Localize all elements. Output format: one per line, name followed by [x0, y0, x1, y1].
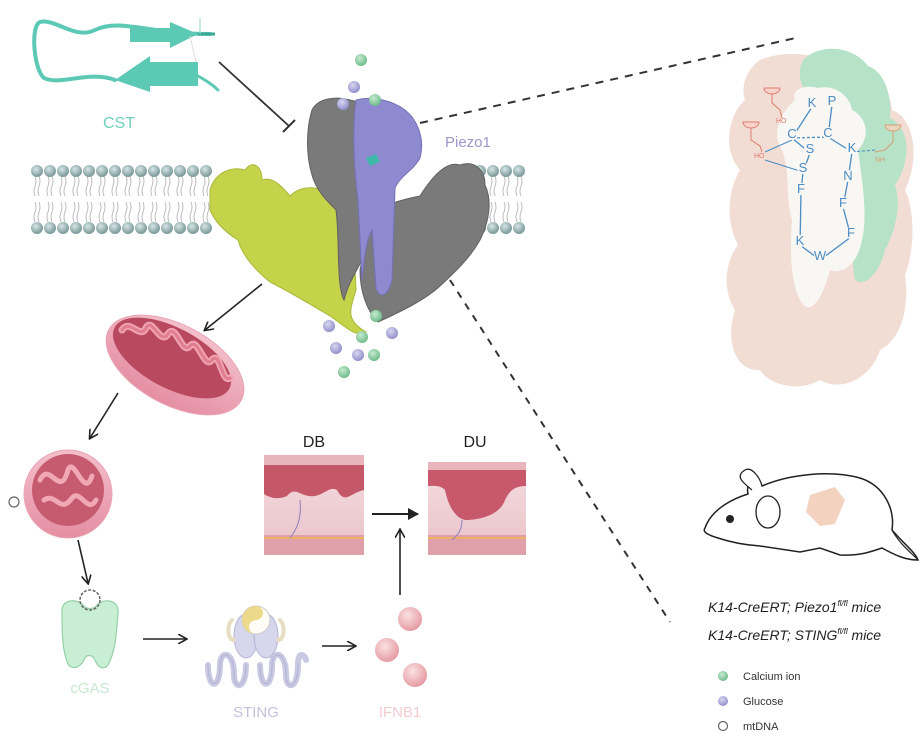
- calcium-ion: [370, 310, 382, 322]
- mouse-illustration: [703, 468, 920, 561]
- piezo-residue-sidechains: HO HO: [742, 87, 787, 160]
- peptide-residue: P: [828, 93, 837, 108]
- lipid: [174, 165, 186, 234]
- lipid: [31, 165, 43, 234]
- mitochondrion-intact: [105, 314, 245, 416]
- peptide-residue: C: [823, 125, 832, 140]
- lipid: [96, 165, 108, 234]
- lipid: [83, 165, 95, 234]
- wound-patch: [806, 487, 845, 526]
- svg-text:Glucose: Glucose: [743, 696, 783, 708]
- calcium-ion: [355, 54, 367, 66]
- mitochondrion-damaged: [23, 449, 113, 539]
- arrow-to-cgas: [77, 539, 88, 583]
- lipid-bilayer: [31, 165, 525, 234]
- sting-protein: [205, 605, 309, 689]
- peptide-residue: F: [797, 181, 805, 196]
- piezo-residue-sidechain-right: NH: [874, 124, 902, 164]
- legend-item-calcium: Calcium ion: [718, 671, 800, 683]
- piezo1-blade-yellow: [209, 164, 368, 334]
- genotype-piezo1: K14-CreERT; Piezo1fl/fl mice: [708, 599, 881, 615]
- mtdna-icon: [717, 720, 729, 732]
- legend: Calcium ion Glucose mtDNA: [717, 671, 800, 733]
- piezo1-blade-gray: [359, 163, 490, 323]
- glucose-molecule: [330, 342, 342, 354]
- mtdna-bound: [79, 589, 101, 611]
- lipid: [200, 165, 212, 234]
- lipid: [187, 165, 199, 234]
- piezo1-cap-gray: [307, 97, 363, 302]
- db-label: DB: [303, 434, 325, 451]
- peptide-residue: W: [814, 248, 827, 263]
- peptide-residue: K: [796, 233, 805, 248]
- svg-text:NH: NH: [875, 157, 885, 164]
- cgas-label: cGAS: [70, 680, 109, 697]
- lipid: [161, 165, 173, 234]
- lipid: [109, 165, 121, 234]
- peptide-residue: K: [848, 140, 857, 155]
- du-label: DU: [463, 434, 486, 451]
- cgas-protein: [61, 589, 119, 669]
- svg-text:Calcium ion: Calcium ion: [743, 671, 800, 683]
- lipid: [148, 165, 160, 234]
- svg-text:HO: HO: [776, 118, 787, 125]
- piezo1-channel: [209, 97, 490, 334]
- peptide-residue: F: [847, 225, 855, 240]
- glucose-molecule: [323, 320, 335, 332]
- arrow-mito-to-damaged: [90, 392, 119, 438]
- glucose-molecule: [386, 327, 398, 339]
- genotype-list: K14-CreERT; Piezo1fl/fl mice K14-CreERT;…: [708, 599, 881, 643]
- piezo1-cap-purple: [353, 97, 423, 296]
- piezo1-label: Piezo1: [445, 134, 491, 151]
- lipid: [513, 165, 525, 234]
- lipid: [57, 165, 69, 234]
- zoom-line-upper: [419, 36, 801, 124]
- calcium-ion: [369, 94, 381, 106]
- calcium-ion: [338, 366, 350, 378]
- peptide-residue: C: [787, 126, 796, 141]
- legend-item-mtdna: mtDNA: [717, 720, 779, 733]
- peptide-residue: S: [806, 141, 815, 156]
- lipid: [122, 165, 134, 234]
- glucose-molecule: [352, 349, 364, 361]
- glucose-molecule: [348, 81, 360, 93]
- glucose-molecule: [337, 98, 349, 110]
- legend-item-glucose: Glucose: [718, 696, 783, 708]
- lipid: [135, 165, 147, 234]
- pocket-cavity: [777, 86, 866, 308]
- sting-label: STING: [233, 704, 279, 721]
- arrow-piezo-to-mito: [205, 283, 263, 330]
- calcium-ion: [356, 331, 368, 343]
- calcium-ion-icon: [718, 671, 728, 681]
- peptide-residue: S: [799, 160, 808, 175]
- cst-peptide: [32, 18, 220, 92]
- ions: [323, 54, 398, 378]
- genotype-sting: K14-CreERT; STINGfl/fl mice: [708, 627, 881, 643]
- inhibition-line: [218, 61, 296, 133]
- ifnb1-label: IFNB1: [379, 704, 422, 721]
- peptide-residue: F: [839, 195, 847, 210]
- svg-text:HO: HO: [754, 153, 765, 160]
- svg-text:mtDNA: mtDNA: [743, 721, 779, 733]
- lipid: [44, 165, 56, 234]
- beta-strand-arrow-2: [115, 56, 198, 92]
- skin-panel-du: [428, 462, 526, 555]
- beta-strand-arrow-1: [130, 22, 198, 48]
- cst-label: CST: [103, 115, 135, 132]
- peptide-residue: N: [843, 168, 852, 183]
- zoom-line-lower: [449, 279, 671, 623]
- peptide-residue: K: [808, 95, 817, 110]
- skin-panel-db: [264, 455, 364, 555]
- ifnb1-molecules: [375, 607, 427, 687]
- lipid: [487, 165, 499, 234]
- glucose-icon: [718, 696, 728, 706]
- lipid: [70, 165, 82, 234]
- calcium-ion: [368, 349, 380, 361]
- mtdna-released: [8, 496, 20, 508]
- lipid: [500, 165, 512, 234]
